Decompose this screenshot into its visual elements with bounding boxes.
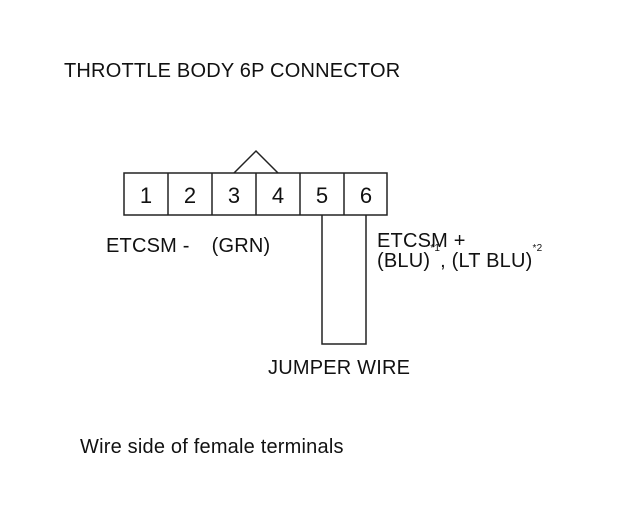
pin-numbers: 1 2 3 4 5 6 (140, 183, 372, 208)
color-separator: , (440, 250, 452, 272)
etcsm-minus-text: ETCSM - (106, 235, 190, 257)
footnote-marker-2: *2 (532, 243, 543, 254)
diagram-title: THROTTLE BODY 6P CONNECTOR (64, 60, 401, 82)
etcsm-minus-wire-color: (GRN) (211, 235, 271, 257)
etcsm-plus-label: ETCSM + (BLU)*1, (LT BLU)*2 (377, 231, 542, 271)
diagram-caption: Wire side of female terminals (80, 436, 344, 458)
connector-lock-tab (233, 149, 279, 174)
etcsm-plus-text: ETCSM + (377, 230, 466, 252)
pin-number-6: 6 (360, 183, 372, 208)
pin-number-5: 5 (316, 183, 328, 208)
etcsm-plus-wire-colors: (BLU)*1, (LT BLU)*2 (377, 244, 542, 272)
pin-number-1: 1 (140, 183, 152, 208)
jumper-wire-label: JUMPER WIRE (268, 357, 411, 379)
pin-dividers (167, 173, 345, 215)
jumper-wire-line (321, 215, 367, 345)
etcsm-minus-label: ETCSM - (GRN) (106, 236, 270, 256)
pin-number-2: 2 (184, 183, 196, 208)
pin-number-3: 3 (228, 183, 240, 208)
etcsm-plus-color-2: (LT BLU) (451, 250, 533, 272)
pin-number-4: 4 (272, 183, 284, 208)
etcsm-plus-color-1: (BLU) (377, 250, 431, 272)
footnote-marker-1: *1 (430, 243, 441, 254)
